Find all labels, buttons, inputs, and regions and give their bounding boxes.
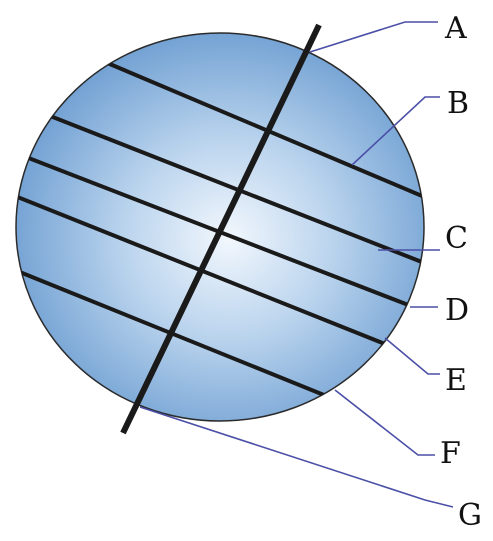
label-a: A [444, 11, 467, 46]
label-d: D [445, 293, 469, 328]
label-f: F [440, 436, 461, 471]
label-g: G [458, 498, 482, 533]
leader-line-f [335, 390, 435, 455]
label-b: B [447, 86, 469, 121]
leader-line-e [385, 338, 440, 374]
leader-line-g [140, 407, 453, 507]
label-c: C [445, 221, 468, 256]
label-e: E [445, 363, 467, 398]
leader-line-a [310, 22, 438, 52]
